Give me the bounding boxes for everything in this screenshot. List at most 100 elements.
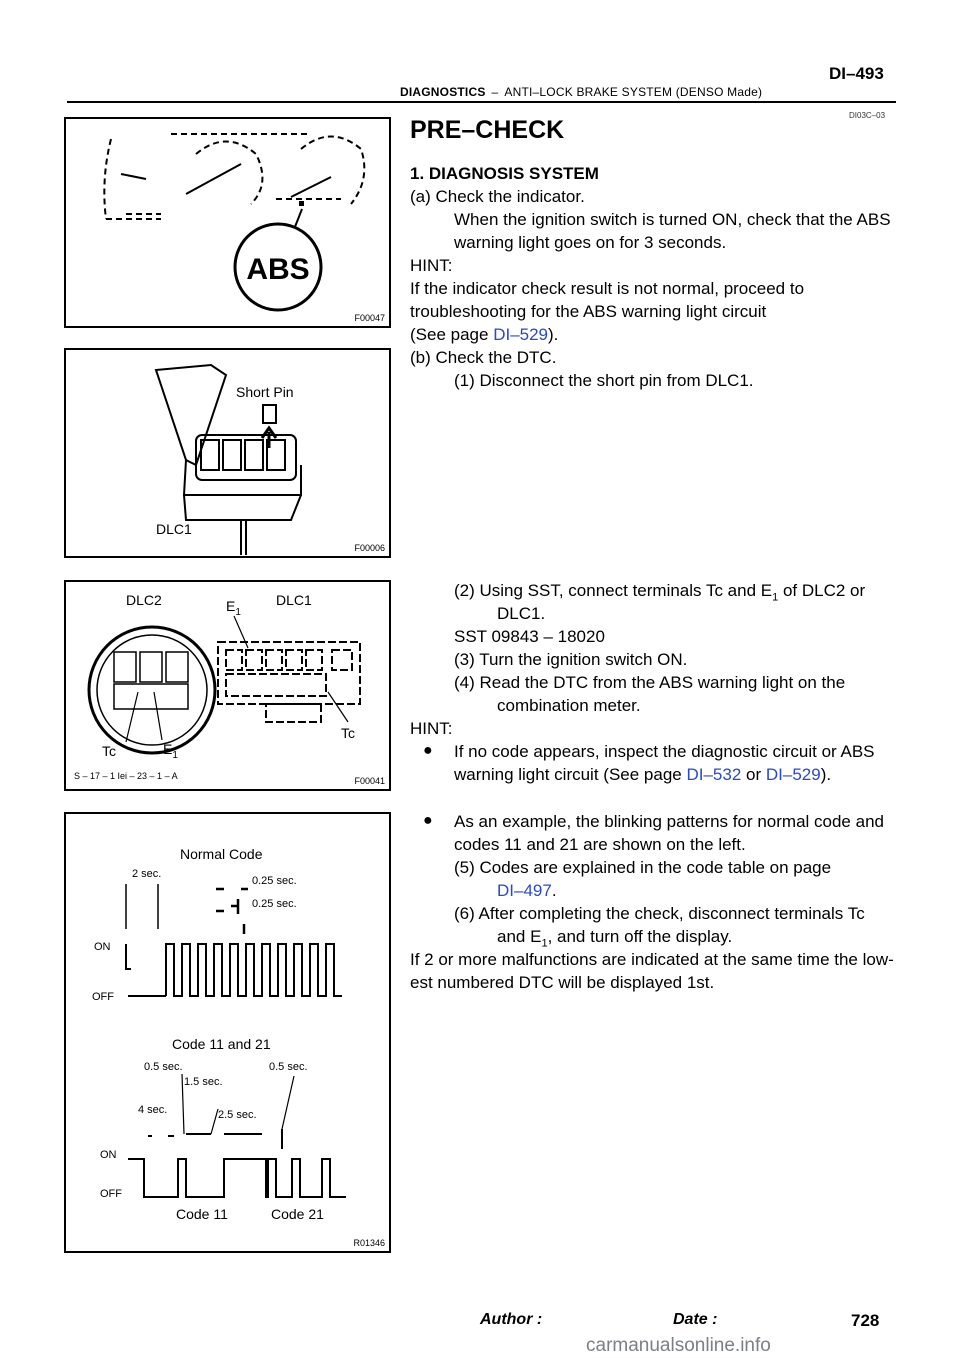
blink-pattern-diagrams	[125, 884, 346, 1198]
short-pin-label: Short Pin	[236, 384, 294, 400]
code-21-label: Code 21	[271, 1206, 324, 1222]
part-code: S – 17 – 1 Iei – 23 – 1 – A	[74, 771, 178, 781]
hint-1-line-3: (See page DI–529).	[410, 324, 558, 346]
off-label-1: OFF	[92, 991, 114, 1003]
sst-number: SST 09843 – 18020	[454, 627, 605, 646]
watermark: carmanualsonline.info	[586, 1335, 771, 1356]
two-sec-label: 2 sec.	[132, 868, 162, 880]
dlc1-label: DLC1	[276, 592, 312, 608]
step-b-5-post: .	[551, 881, 557, 900]
on-label-1: ON	[94, 941, 111, 953]
two-half-sec-label: 2.5 sec.	[218, 1109, 257, 1121]
final-note-line-1: If 2 or more malfunctions are indicated …	[410, 950, 894, 969]
step-a-body-2: warning light goes on for 3 seconds.	[454, 233, 727, 252]
code-11-21-label: Code 11 and 21	[172, 1036, 271, 1052]
dlc1-label: DLC1	[156, 521, 192, 537]
header-subtitle: ANTI–LOCK BRAKE SYSTEM (DENSO Made)	[504, 85, 763, 99]
hint-1-label: HINT:	[410, 256, 453, 275]
four-sec-label: 4 sec.	[138, 1104, 168, 1116]
figure-id: F00041	[354, 776, 385, 786]
dlc2-connector	[87, 625, 217, 755]
step-1-heading: 1. DIAGNOSIS SYSTEM	[410, 164, 599, 183]
e1-bottom-sub: 1	[172, 749, 178, 761]
e1-top-sub: 1	[235, 606, 241, 618]
e1-top-letter: E	[226, 598, 236, 614]
step-b-2-pre: (2) Using SST, connect terminals Tc and …	[454, 581, 773, 600]
indicator-dot	[299, 201, 304, 206]
link-di-529[interactable]: DI–529	[493, 325, 549, 344]
link-di-532[interactable]: DI–532	[686, 765, 742, 784]
step-b-6-sub: 1	[541, 937, 548, 950]
step-b-6-pre: and E	[497, 927, 542, 946]
hint-2-bullet-2-line-1: As an example, the blinking patterns for…	[454, 812, 884, 831]
e1-bottom-letter: E	[163, 741, 173, 757]
bullet-1-pre: warning light circuit (See page	[454, 765, 687, 784]
dlc1-illustration	[154, 363, 302, 555]
step-a-body-1: When the ignition switch is turned ON, c…	[454, 210, 891, 229]
dlc1-connector	[217, 641, 361, 723]
link-di-529-b[interactable]: DI–529	[765, 765, 821, 784]
figure-blink-patterns: Normal Code 2 sec. 0.25 sec. 0.25 sec. O…	[64, 812, 391, 1253]
abs-warning-label: ABS	[246, 253, 309, 286]
figure-dlc1-short-pin: Short Pin DLC1 F00006	[64, 348, 391, 558]
step-b-2-post: of DLC2 or	[778, 581, 866, 600]
short-pin	[262, 404, 277, 424]
figure-combination-meter: ABS F00047	[64, 117, 391, 328]
step-a: (a) Check the indicator.	[410, 187, 585, 206]
footer-page-number: 728	[851, 1311, 880, 1330]
off-label-2: OFF	[100, 1188, 122, 1200]
figure-id: F00006	[354, 543, 385, 553]
footer-date: Date :	[673, 1311, 718, 1328]
hint-1-line-2: troubleshooting for the ABS warning ligh…	[410, 302, 767, 321]
hint-2-label: HINT:	[410, 719, 453, 738]
e1-top-label: E1	[226, 598, 241, 618]
tc-right-label: Tc	[341, 725, 355, 741]
e1-bottom-label: E1	[163, 741, 178, 761]
link-di-497[interactable]: DI–497	[497, 881, 552, 900]
step-b-2-line-1: (2) Using SST, connect terminals Tc and …	[454, 580, 865, 608]
step-b-2-line-2: DLC1.	[497, 604, 546, 623]
step-b-2-sub: 1	[772, 591, 779, 604]
doc-code: DI03C–03	[849, 111, 886, 120]
hint-1-line-3-pre: (See page	[410, 325, 494, 344]
code-11-21-waveform	[128, 1129, 346, 1198]
figure-id: R01346	[353, 1238, 385, 1248]
step-b-1: (1) Disconnect the short pin from DLC1.	[454, 371, 754, 390]
figure-dlc-terminals: DLC2 E1 DLC1 Tc E1 Tc S – 17 – 1 Iei – 2…	[64, 580, 391, 791]
page-title: PRE–CHECK	[410, 116, 565, 144]
step-b-5-line-1: (5) Codes are explained in the code tabl…	[454, 858, 832, 877]
quarter-sec-label-1: 0.25 sec.	[252, 875, 297, 887]
hint-1-line-1: If the indicator check result is not nor…	[410, 279, 805, 298]
quarter-sec-label-2: 0.25 sec.	[252, 898, 297, 910]
normal-code-label: Normal Code	[180, 846, 263, 862]
hint-2-bullet-2-line-2: codes 11 and 21 are shown on the left.	[454, 835, 746, 854]
header-rule	[67, 101, 896, 103]
meter-illustration: ABS	[103, 133, 366, 312]
removal-arrow	[260, 425, 278, 448]
step-b-6-line-1: (6) After completing the check, disconne…	[454, 904, 865, 923]
connector-illustration	[87, 615, 361, 755]
figure-id: F00047	[354, 313, 385, 323]
final-note-line-2: est numbered DTC will be displayed 1st.	[410, 973, 715, 992]
bullet-1: ●	[423, 742, 433, 759]
header-section: DIAGNOSTICS	[400, 85, 486, 99]
step-b-4-line-2: combination meter.	[497, 696, 641, 715]
half-sec-label-2: 0.5 sec.	[269, 1061, 308, 1073]
half-sec-label-1: 0.5 sec.	[144, 1061, 183, 1073]
step-b-6-line-2: and E1, and turn off the display.	[497, 926, 732, 954]
step-b-6-post: , and turn off the display.	[547, 927, 733, 946]
step-b-5-line-2: DI–497.	[497, 880, 557, 902]
hint-1-line-3-post: ).	[548, 325, 559, 344]
step-b-4-line-1: (4) Read the DTC from the ABS warning li…	[454, 673, 846, 692]
tc-left-label: Tc	[102, 743, 116, 759]
one-half-sec-label: 1.5 sec.	[184, 1076, 223, 1088]
bullet-1-post: ).	[820, 765, 832, 784]
on-label-2: ON	[100, 1149, 117, 1161]
step-b-3: (3) Turn the ignition switch ON.	[454, 650, 688, 669]
abs-callout	[233, 222, 323, 312]
bullet-2: ●	[423, 812, 433, 829]
footer-author: Author :	[480, 1311, 543, 1328]
bullet-1-mid: or	[741, 765, 766, 784]
hint-2-bullet-1-line-2: warning light circuit (See page DI–532 o…	[454, 764, 831, 786]
running-header: DIAGNOSTICS–ANTI–LOCK BRAKE SYSTEM (DENS…	[400, 85, 762, 99]
